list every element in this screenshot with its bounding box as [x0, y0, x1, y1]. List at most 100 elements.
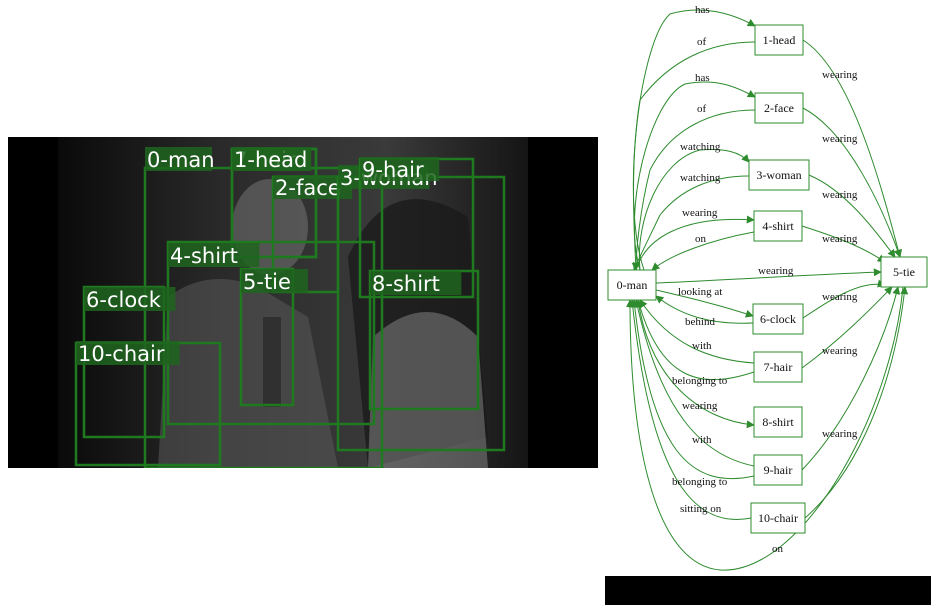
graph-edges: [626, 9, 909, 571]
graph-node-9-hair: 9-hair: [753, 454, 803, 486]
edge-7-0: [636, 299, 755, 381]
edge-label: belonging to: [672, 476, 728, 488]
edge-label: wearing: [822, 428, 858, 440]
graph-node-1-head: 1-head: [754, 24, 804, 56]
edge-label: wearing: [822, 133, 858, 145]
region-10-chair: 10-chair: [74, 341, 222, 467]
graph-node-3-woman: 3-woman: [748, 159, 810, 191]
region-label-bg: [145, 147, 212, 171]
photo-canvas: 0-man7-hair1-head2-face3-woman9-hair4-sh…: [8, 137, 598, 468]
edge-0-6: [655, 289, 754, 318]
region-5-tie: 5-tie: [239, 267, 308, 407]
edge-4-0: [651, 231, 755, 271]
edge-label: watching: [680, 172, 721, 184]
edge-label: has: [695, 4, 710, 16]
graph-edge-labels: hasofhasofwatchingwatchingwearingonweari…: [672, 4, 858, 555]
region-label-bg: [370, 271, 462, 295]
region-label: 4-shirt: [170, 244, 238, 268]
edge-7-5: [801, 286, 893, 369]
graph-node-box: [753, 454, 803, 486]
graph-node-6-clock: 6-clock: [752, 303, 804, 335]
graph-nodes: 0-man 1-head 2-face 3-woman 4-shirt 5-tie 6-cl…: [607, 24, 928, 534]
graph-node-2-face: 2-face: [754, 92, 804, 124]
edge-3-5: [808, 174, 896, 258]
graph-node-label: 2-face: [764, 101, 794, 115]
graph-node-box: [754, 92, 804, 124]
edge-label: with: [692, 340, 712, 352]
woman-shirt-shape: [368, 312, 488, 468]
region-label: 10-chair: [78, 342, 165, 366]
edge-label: wearing: [822, 69, 858, 81]
region-label: 9-hair: [362, 158, 424, 182]
edge-label: belonging to: [672, 375, 728, 387]
graph-node-box: [753, 351, 803, 383]
tie-shape: [263, 317, 281, 407]
edge-label: on: [772, 543, 784, 555]
edge-label: wearing: [822, 291, 858, 303]
edge-label: wearing: [822, 189, 858, 201]
graph-node-4-shirt: 4-shirt: [753, 210, 803, 242]
graph-node-box: [753, 406, 803, 438]
edge-9-0: [630, 299, 755, 480]
graph-node-label: 6-clock: [760, 312, 796, 326]
edge-label: on: [695, 233, 707, 245]
edge-10-0: [628, 299, 752, 520]
edge-0-4: [635, 215, 755, 271]
graph-node-7-hair: 7-hair: [753, 351, 803, 383]
edge-label: wearing: [682, 207, 718, 219]
edge-4-5: [801, 225, 886, 263]
region-label-bg: [241, 269, 308, 293]
edge-5-0: [626, 286, 904, 571]
edge-2-0: [632, 109, 756, 271]
edge-0-1: [632, 9, 756, 271]
region-label-bg: [232, 147, 312, 171]
edge-0-5: [655, 268, 882, 284]
edge-label: of: [697, 36, 707, 48]
graph-node-label: 3-woman: [756, 168, 801, 182]
graph-node-8-shirt: 8-shirt: [753, 406, 803, 438]
graph-node-10-chair: 10-chair: [750, 502, 806, 534]
edge-6-5: [802, 279, 886, 319]
edge-label: wearing: [682, 400, 718, 412]
graph-node-label: 8-shirt: [762, 415, 794, 429]
graph-node-label: 4-shirt: [762, 219, 794, 233]
graph-node-5-tie: 5-tie: [880, 256, 928, 288]
region-box: [166, 240, 376, 426]
graph-node-box: [754, 24, 804, 56]
graph-node-box: [607, 269, 657, 301]
edge-3-0: [632, 175, 750, 271]
edge-label: of: [697, 103, 707, 115]
edge-label: with: [692, 434, 712, 446]
region-label: 5-tie: [243, 270, 291, 294]
graph-node-box: [750, 502, 806, 534]
edge-0-2: [633, 81, 756, 271]
region-label: 8-shirt: [372, 272, 440, 296]
edge-label: wearing: [822, 345, 858, 357]
edge-1-5: [802, 39, 903, 258]
edge-0-8: [637, 299, 755, 429]
graph-node-label: 1-head: [763, 33, 796, 47]
edge-label: sitting on: [680, 503, 722, 515]
edge-label: wearing: [822, 233, 858, 245]
edge-6-0: [655, 295, 754, 324]
edge-label: behind: [685, 316, 715, 328]
graph-node-label: 0-man: [617, 278, 648, 292]
graph-node-box: [748, 159, 810, 191]
graph-node-box: [880, 256, 928, 288]
graph-node-box: [752, 303, 804, 335]
region-label: 6-clock: [86, 288, 162, 312]
region-label-bg: [168, 243, 260, 267]
region-label: 0-man: [147, 148, 215, 172]
graph-node-label: 7-hair: [764, 360, 793, 374]
region-9-hair: 9-hair: [358, 157, 475, 299]
annotated-photo: 0-man7-hair1-head2-face3-woman9-hair4-sh…: [8, 137, 598, 468]
graph-node-0-man: 0-man: [607, 269, 657, 301]
region-4-shirt: 4-shirt: [166, 240, 376, 426]
edge-2-5: [802, 107, 902, 258]
region-label-bg: [84, 287, 176, 311]
bounding-box-layer: 0-man7-hair1-head2-face3-woman9-hair4-sh…: [74, 147, 506, 468]
graph-node-label: 5-tie: [893, 265, 915, 279]
edge-9-5: [801, 286, 901, 471]
bottom-black-bar: [605, 576, 931, 605]
edge-label: looking at: [678, 286, 722, 298]
